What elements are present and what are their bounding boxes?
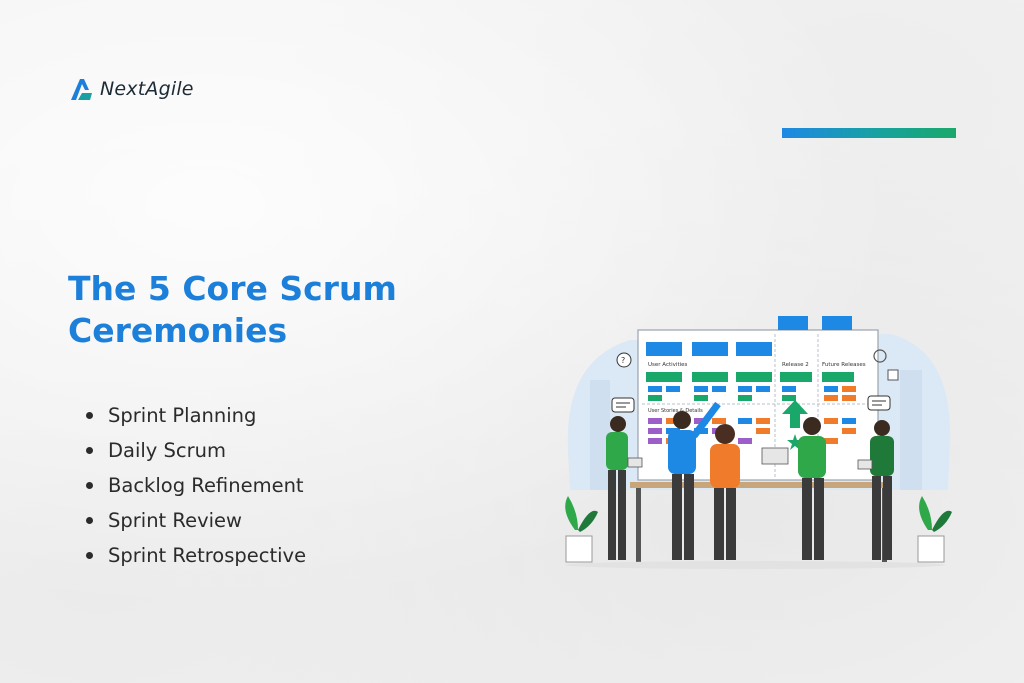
bullet-icon — [86, 482, 93, 489]
list-item: Sprint Planning — [86, 398, 306, 433]
team-story-map-board-illustration: User Activities Release 2 Future Release… — [565, 316, 952, 569]
nextagile-logo-icon — [71, 79, 92, 100]
board-label-future-releases: Future Releases — [822, 362, 866, 368]
bullet-icon — [86, 552, 93, 559]
svg-text:?: ? — [621, 356, 625, 365]
list-item: Sprint Review — [86, 503, 306, 538]
bullet-icon — [86, 517, 93, 524]
brand-logo[interactable]: NextAgile — [68, 74, 194, 104]
list-item-label: Daily Scrum — [108, 438, 227, 462]
brand-name: NextAgile — [100, 78, 194, 100]
board-label-user-stories: User Stories & Details — [648, 408, 703, 414]
board-label-user-activities: User Activities — [648, 362, 688, 368]
list-item: Sprint Retrospective — [86, 538, 306, 573]
title-line-1: The 5 Core Scrum — [68, 269, 397, 308]
title-line-2: Ceremonies — [68, 311, 288, 350]
accent-bar — [782, 128, 956, 138]
list-item: Daily Scrum — [86, 433, 306, 468]
board-label-release-2: Release 2 — [782, 362, 809, 368]
ceremony-list: Sprint Planning Daily Scrum Backlog Refi… — [86, 398, 306, 573]
list-item-label: Sprint Review — [108, 508, 242, 532]
list-item-label: Sprint Retrospective — [108, 543, 307, 567]
bullet-icon — [86, 447, 93, 454]
list-item: Backlog Refinement — [86, 468, 306, 503]
list-item-label: Sprint Planning — [108, 403, 257, 427]
bullet-icon — [86, 412, 93, 419]
page-title: The 5 Core Scrum Ceremonies — [68, 268, 488, 352]
list-item-label: Backlog Refinement — [108, 473, 304, 497]
